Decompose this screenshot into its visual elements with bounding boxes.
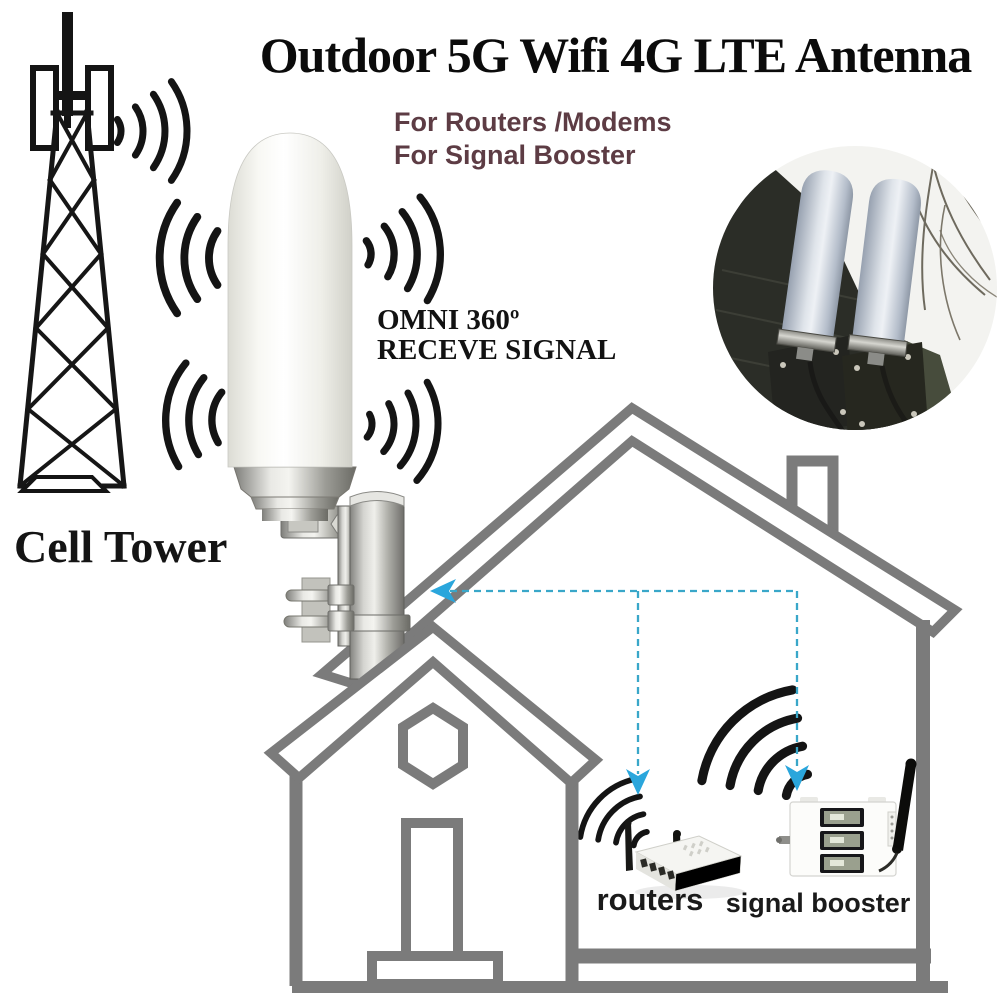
omni-caption-line-2: RECEVE SIGNAL	[377, 334, 617, 366]
signal-booster-label: signal booster	[725, 888, 911, 918]
page-title: Outdoor 5G Wifi 4G LTE Antenna	[259, 27, 972, 83]
small-roof-band	[263, 620, 604, 790]
antenna-base-flange	[233, 466, 357, 498]
cell-tower-label: Cell Tower	[14, 521, 228, 572]
signal-wave-icon	[160, 203, 238, 314]
photo-antenna-right	[847, 178, 921, 366]
photo-antenna-left	[776, 170, 854, 361]
antenna-radome	[227, 132, 353, 468]
routers-label: routers	[596, 882, 704, 917]
mount-plate-right	[842, 342, 928, 430]
arrowhead-left	[430, 579, 456, 603]
mounting-pole	[349, 496, 405, 680]
signal-booster-icon	[776, 758, 917, 877]
subtitle-line-2: For Signal Booster	[394, 140, 636, 170]
signal-wave-icon	[117, 82, 187, 181]
mount-plate-left	[768, 336, 856, 430]
chimney	[786, 455, 839, 548]
arrowhead-down-booster	[785, 765, 809, 791]
booster-screens	[820, 808, 864, 873]
subtitle-line-1: For Routers /Modems	[394, 107, 672, 137]
installed-antennas-photo	[713, 146, 997, 430]
omni-caption-line-1: OMNI 360º	[377, 304, 520, 336]
small-house-outline-icon	[263, 620, 948, 993]
router-icon	[624, 819, 745, 899]
omni-antenna-icon	[227, 132, 411, 680]
cell-tower-icon	[17, 12, 127, 493]
arrowhead-down-router	[626, 769, 650, 795]
connection-arrows	[430, 579, 809, 795]
door-threshold	[367, 951, 503, 989]
hexagon-window	[398, 702, 468, 790]
subtitle: For Routers /Modems For Signal Booster	[394, 106, 672, 172]
signal-wave-icon	[364, 196, 444, 305]
signal-wave-icon	[363, 377, 443, 483]
door	[401, 818, 463, 958]
omni-caption: OMNI 360º RECEVE SIGNAL	[377, 305, 616, 365]
